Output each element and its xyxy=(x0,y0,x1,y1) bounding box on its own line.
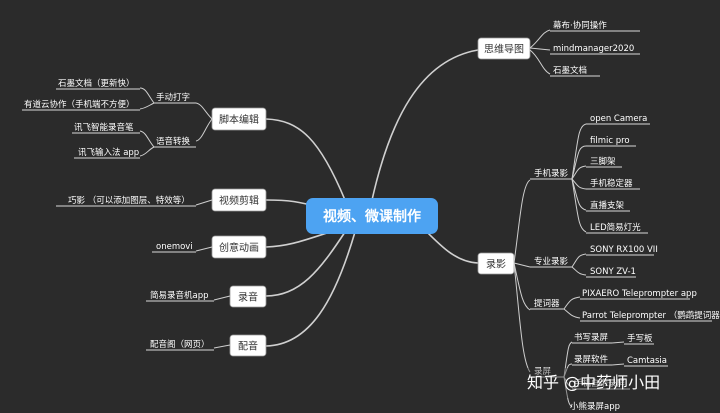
branch-dub-label: 配音 xyxy=(238,340,258,353)
branch-rec-label: 录音 xyxy=(238,291,258,304)
center-topic[interactable]: 视频、微课制作 xyxy=(306,198,438,234)
film-phone-item-3: 手机稳定器 xyxy=(590,178,633,189)
watermark-text: 知乎 @中药师小田 xyxy=(527,373,660,392)
branch-edit[interactable]: 视频剪辑 xyxy=(211,188,267,212)
script-voice-label: 语音转换 xyxy=(156,136,191,147)
film-screen-software-item: Camtasia xyxy=(627,356,667,366)
film-prompter-item-1: Parrot Teleprompter （鹦鹉提词器） xyxy=(582,310,720,321)
script-voice-item-1: 讯飞输入法 app xyxy=(78,147,139,158)
film-screen-more-1: 小熊录屏app xyxy=(570,401,620,412)
branch-edit-label: 视频剪辑 xyxy=(219,194,259,207)
edit-leaves: 巧影 （可以添加图层、特效等） xyxy=(56,195,213,207)
mindmap-item-1: mindmanager2020 xyxy=(553,44,634,54)
watermark: 知乎 @中药师小田 xyxy=(520,368,720,398)
film-phone-item-4: 直播支架 xyxy=(590,200,625,211)
mindmap-item-0: 幕布·协同操作 xyxy=(553,20,607,31)
script-typing-label: 手动打字 xyxy=(156,92,190,103)
branch-mindmap-label: 思维导图 xyxy=(484,43,524,56)
branch-anim[interactable]: 创意动画 xyxy=(211,235,267,259)
film-prompter-item-0: PIXAERO Teleprompter app xyxy=(582,289,697,299)
branch-rec[interactable]: 录音 xyxy=(229,285,267,308)
film-phone-item-1: filmic pro xyxy=(590,136,630,146)
film-phone-item-5: LED简易灯光 xyxy=(590,222,641,233)
edit-item-0: 巧影 （可以添加图层、特效等） xyxy=(68,195,190,206)
branch-script-label: 脚本编辑 xyxy=(219,113,259,126)
film-screen-more-0: 手机自带录屏 xyxy=(574,378,626,389)
script-typing-item-1: 有道云协作（手机端不方便） xyxy=(24,99,135,110)
film-screen-software-label: 录屏软件 xyxy=(574,354,609,365)
script-subtree: 手动打字 石墨文档（更新快） 有道云协作（手机端不方便） 语音转换 讯飞智能录音… xyxy=(22,78,213,159)
branch-anim-label: 创意动画 xyxy=(219,241,259,254)
center-topic-label: 视频、微课制作 xyxy=(323,208,421,225)
film-phone-item-2: 三脚架 xyxy=(590,156,616,167)
film-pro-label: 专业录影 xyxy=(534,256,569,267)
film-screen-handwrite-item: 手写板 xyxy=(627,333,653,344)
film-phone-item-0: open Camera xyxy=(590,114,647,124)
film-screen-handwrite-label: 书写录屏 xyxy=(574,332,609,343)
mindmap-leaves: 幕布·协同操作 mindmanager2020 石墨文档 xyxy=(529,20,640,77)
film-subtree: 手机录影 open Camera filmic pro 三脚架 手机稳定器 直播… xyxy=(513,114,720,412)
film-phone-label: 手机录影 xyxy=(534,168,569,179)
rec-leaves: 简易录音机app xyxy=(146,290,231,302)
branch-script[interactable]: 脚本编辑 xyxy=(211,107,267,131)
dub-leaves: 配音阁（网页） xyxy=(146,339,231,351)
branch-film[interactable]: 录影 xyxy=(477,252,515,275)
anim-leaves: onemovi xyxy=(152,242,213,253)
anim-item-0: onemovi xyxy=(156,242,193,252)
rec-item-0: 简易录音机app xyxy=(150,290,209,301)
branch-dub[interactable]: 配音 xyxy=(229,334,267,357)
film-pro-item-1: SONY ZV-1 xyxy=(590,267,636,277)
dub-item-0: 配音阁（网页） xyxy=(150,339,210,350)
mindmap-item-2: 石墨文档 xyxy=(553,65,587,76)
script-typing-item-0: 石墨文档（更新快） xyxy=(58,78,135,89)
film-prompter-label: 提词器 xyxy=(534,298,560,309)
branch-mindmap[interactable]: 思维导图 xyxy=(477,37,531,60)
film-screen-label: 录屏 xyxy=(534,367,552,377)
film-pro-item-0: SONY RX100 VII xyxy=(590,245,658,255)
branch-film-label: 录影 xyxy=(486,259,506,271)
script-voice-item-0: 讯飞智能录音笔 xyxy=(74,122,134,133)
